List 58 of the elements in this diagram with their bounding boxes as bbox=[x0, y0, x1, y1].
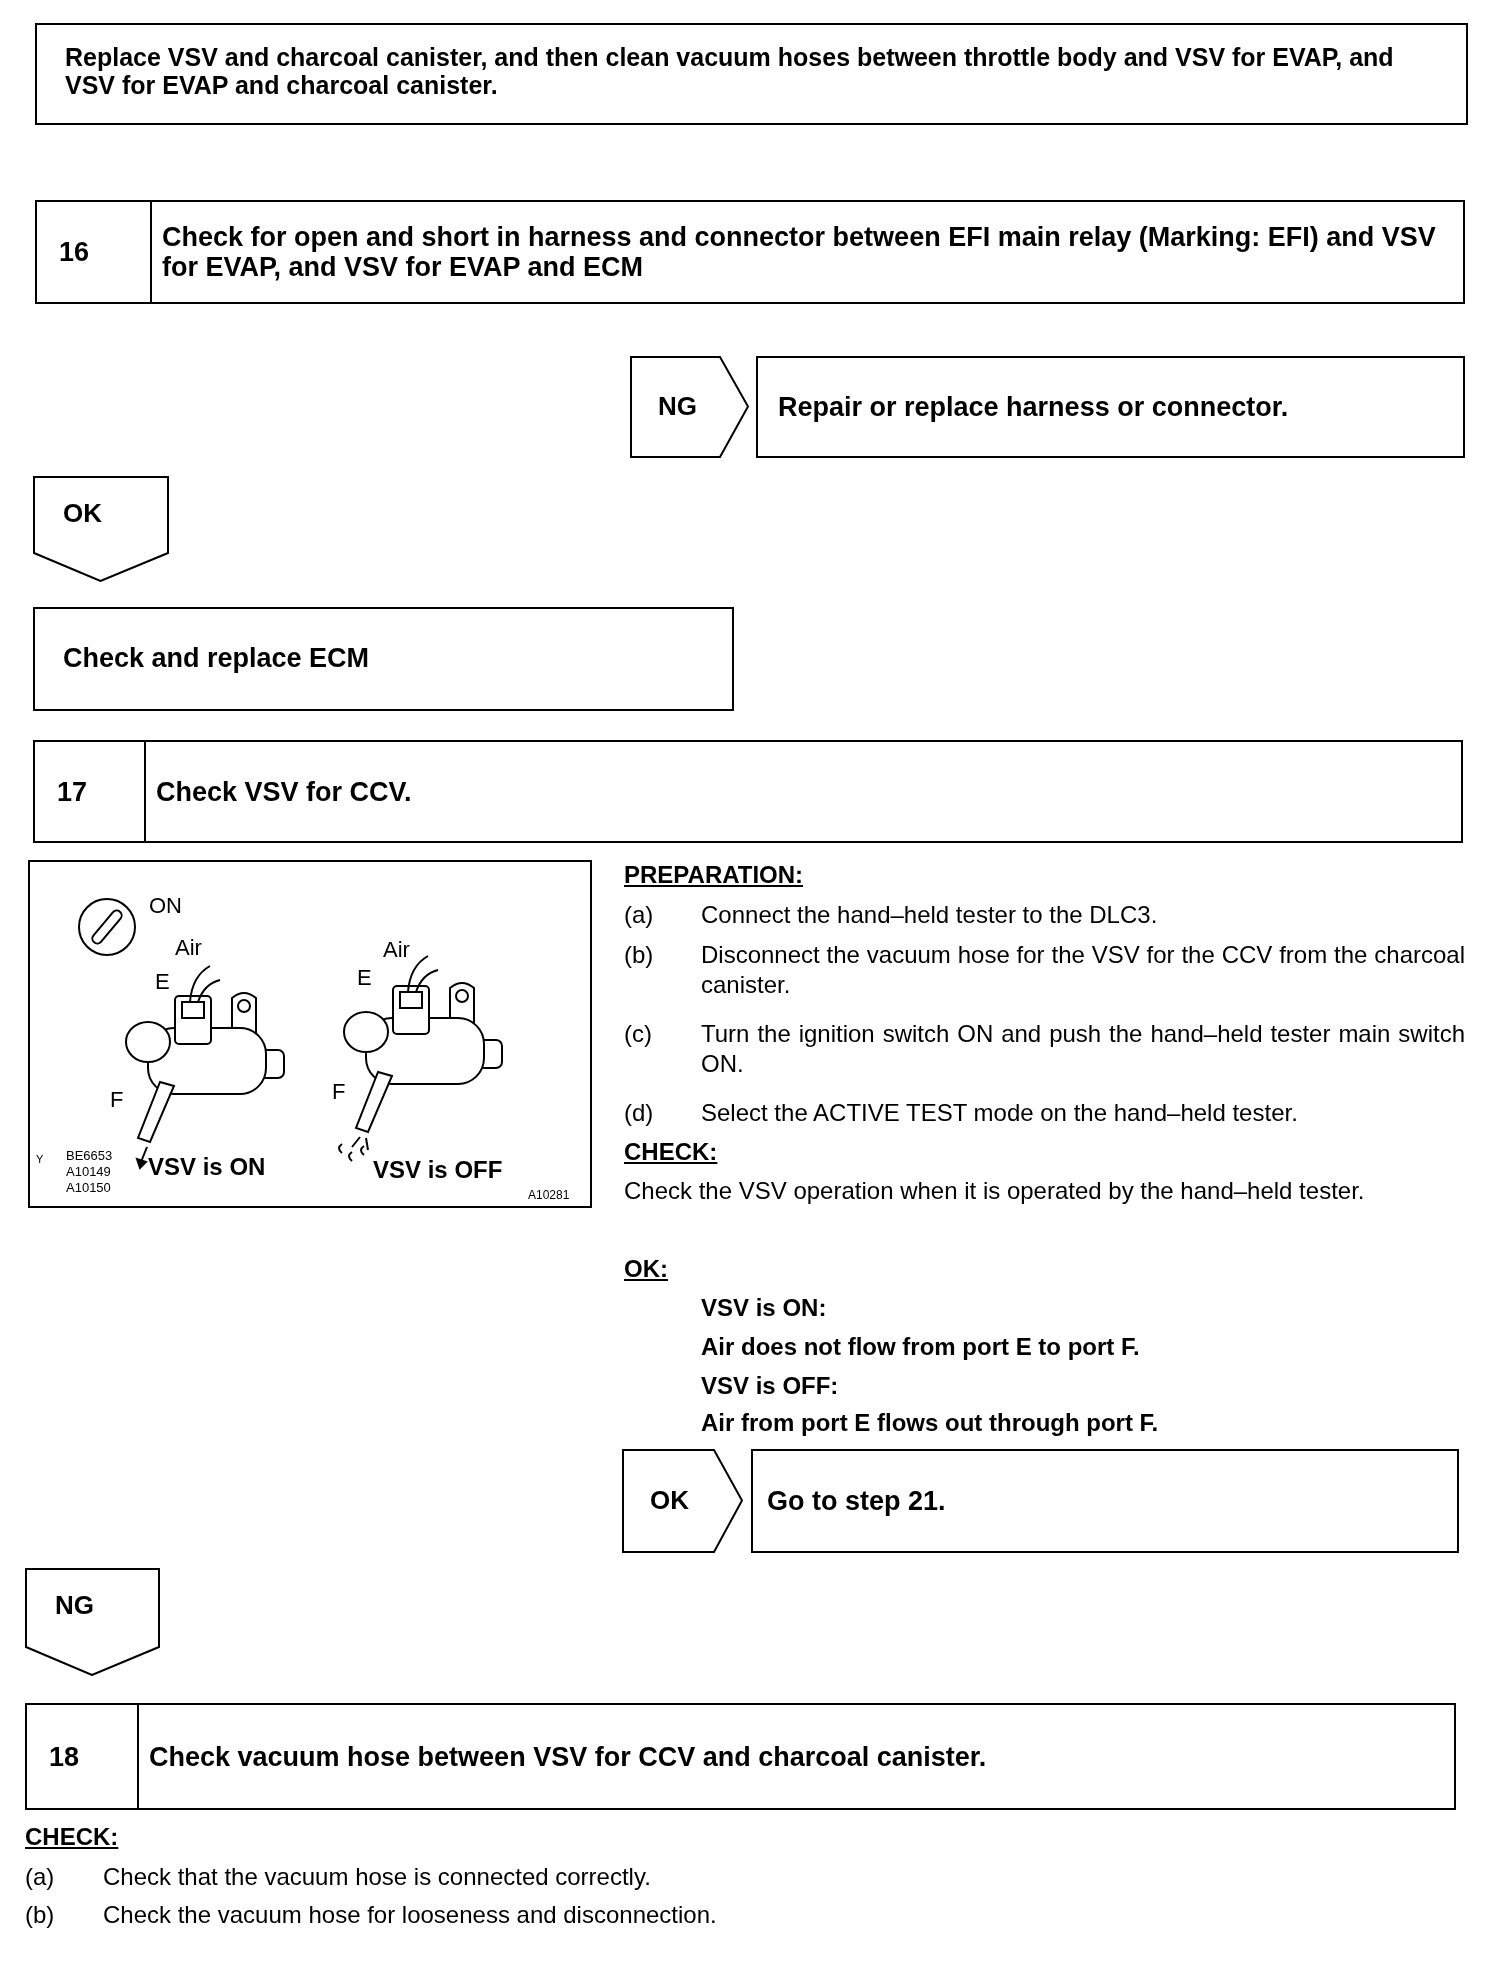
status-label: NG bbox=[55, 1590, 94, 1620]
chevron-sign bbox=[622, 1449, 743, 1553]
instruction-text: Select the ACTIVE TEST mode on the hand–held tester. bbox=[701, 1098, 1299, 1128]
result-box bbox=[751, 1449, 1459, 1553]
result-box bbox=[756, 356, 1465, 458]
action-text: Check and replace ECM bbox=[63, 643, 371, 673]
instruction-text: Disconnect the vacuum hose for the VSV for the CCV from the charcoal canister. bbox=[701, 940, 1465, 1000]
figure-code: Y bbox=[36, 1152, 44, 1166]
result-heading: VSV is ON: bbox=[701, 1293, 827, 1323]
port-label: E bbox=[155, 968, 170, 996]
section-heading: OK: bbox=[624, 1254, 668, 1284]
figure-code: A10281 bbox=[528, 1188, 570, 1203]
instruction-box bbox=[35, 23, 1468, 125]
step-box bbox=[33, 740, 1463, 843]
status-label: OK bbox=[63, 498, 102, 528]
action-text: Replace VSV and charcoal canister, and then clean vacuum hoses between throttle body and VSV for EVAP, and VSV for EVAP and charcoal canister. bbox=[65, 43, 1395, 99]
action-box bbox=[33, 607, 734, 711]
switch-label: ON bbox=[149, 892, 182, 920]
result-heading: VSV is OFF: bbox=[701, 1371, 839, 1401]
instruction-text: Check that the vacuum hose is connected correctly. bbox=[103, 1862, 651, 1892]
instruction-text: Air does not flow from port E to port F. bbox=[701, 1332, 1140, 1362]
section-heading: PREPARATION: bbox=[624, 860, 804, 890]
step-number: 17 bbox=[57, 777, 88, 807]
list-letter: (a) bbox=[624, 900, 654, 930]
step-title: Check for open and short in harness and connector between EFI main relay (Marking: EFI) and VSV for EVAP, and VSV for EVAP and ECM bbox=[162, 222, 1437, 282]
port-label: F bbox=[332, 1078, 346, 1106]
section-heading: CHECK: bbox=[25, 1822, 119, 1852]
status-label: OK bbox=[650, 1485, 689, 1515]
status-label: NG bbox=[658, 391, 697, 421]
instruction-text: Check the VSV operation when it is operated by the hand–held tester. bbox=[624, 1176, 1366, 1206]
list-letter: (c) bbox=[624, 1019, 652, 1049]
port-label: F bbox=[110, 1086, 124, 1114]
step-box bbox=[35, 200, 1465, 304]
action-text: Go to step 21. bbox=[767, 1486, 947, 1516]
port-label: E bbox=[357, 964, 372, 992]
action-text: Repair or replace harness or connector. bbox=[778, 392, 1290, 422]
section-heading: CHECK: bbox=[624, 1137, 718, 1167]
step-number: 18 bbox=[49, 1742, 80, 1772]
instruction-text: Air from port E flows out through port F. bbox=[701, 1408, 1159, 1438]
instruction-text: Connect the hand–held tester to the DLC3. bbox=[701, 900, 1159, 930]
port-label: Air bbox=[175, 934, 202, 962]
instruction-text: Turn the ignition switch ON and push the hand–held tester main switch ON. bbox=[701, 1019, 1465, 1079]
chevron-sign bbox=[25, 1568, 160, 1676]
step-title: Check vacuum hose between VSV for CCV and charcoal canister. bbox=[149, 1742, 988, 1772]
list-letter: (b) bbox=[624, 940, 654, 970]
chevron-sign bbox=[630, 356, 749, 458]
step-title: Check VSV for CCV. bbox=[156, 777, 413, 807]
list-letter: (d) bbox=[624, 1098, 654, 1128]
step-number: 16 bbox=[59, 237, 90, 267]
step-box bbox=[25, 1703, 1456, 1810]
figure-caption: VSV is OFF bbox=[373, 1155, 503, 1185]
instruction-text: Check the vacuum hose for looseness and disconnection. bbox=[103, 1900, 717, 1930]
chevron-sign bbox=[33, 476, 169, 582]
port-label: Air bbox=[383, 936, 410, 964]
figure-caption: VSV is ON bbox=[148, 1152, 266, 1182]
list-letter: (b) bbox=[25, 1900, 55, 1930]
list-letter: (a) bbox=[25, 1862, 55, 1892]
figure-code: BE6653 A10149 A10150 bbox=[66, 1148, 114, 1196]
